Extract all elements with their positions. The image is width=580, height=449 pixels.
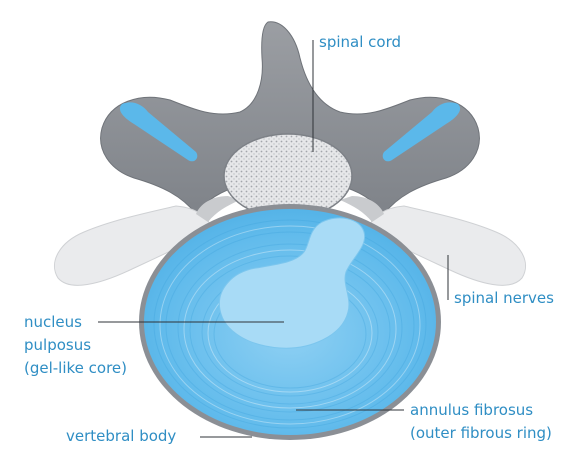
annulus-label-line1: annulus fibrosus xyxy=(410,400,533,421)
vertebral-body-label: vertebral body xyxy=(66,426,176,447)
annulus-label-line2: (outer fibrous ring) xyxy=(410,423,552,444)
spinal-cord-label: spinal cord xyxy=(319,32,401,53)
nucleus-label-line1: nucleus xyxy=(24,312,82,333)
nucleus-label-line2: pulposus xyxy=(24,335,91,356)
spinal-nerves-label: spinal nerves xyxy=(454,288,554,309)
nucleus-label-line3: (gel-like core) xyxy=(24,358,127,379)
